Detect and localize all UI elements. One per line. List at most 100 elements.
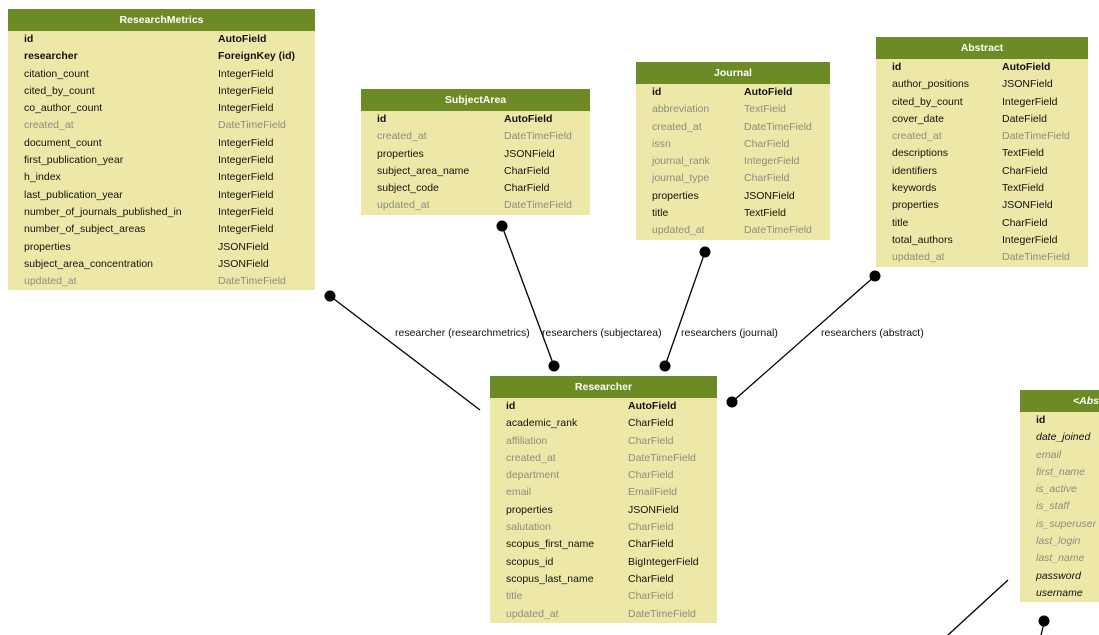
field-type: TextField: [1002, 182, 1045, 195]
field-type: DateTimeField: [504, 199, 572, 212]
field-name: updated_at: [377, 199, 430, 212]
edge-dot-subjectarea-bottom: [548, 360, 560, 372]
field-name: is_superuser: [1036, 517, 1097, 530]
field-name: researcher: [24, 50, 78, 63]
field-name: created_at: [892, 130, 942, 143]
field-name: updated_at: [506, 607, 559, 620]
edge-dot-abstractuser: [1038, 615, 1050, 627]
field-type: TextField: [1002, 147, 1045, 160]
field-name: title: [892, 216, 909, 229]
field-row: password: [1020, 568, 1099, 585]
field-name: last_login: [1036, 535, 1081, 548]
model-title: SubjectArea: [361, 89, 590, 111]
field-name: created_at: [24, 119, 74, 132]
field-name: updated_at: [24, 275, 77, 288]
field-name: title: [652, 207, 669, 220]
relation-label-journal: researchers (journal): [681, 327, 778, 339]
field-name: citation_count: [24, 67, 89, 80]
field-name: properties: [652, 189, 699, 202]
field-row: created_at DateTimeField: [876, 128, 1088, 145]
relation-label-researchmetrics: researcher (researchmetrics): [395, 327, 530, 339]
field-type: IntegerField: [218, 102, 274, 115]
field-row: cited_by_count IntegerField: [8, 83, 315, 100]
edge-dot-researchmetrics: [324, 290, 336, 302]
field-name: last_name: [1036, 552, 1085, 565]
field-type: JSONField: [744, 189, 795, 202]
field-type: CharField: [628, 572, 674, 585]
field-type: IntegerField: [218, 154, 274, 167]
field-name: issn: [652, 137, 671, 150]
field-row: properties JSONField: [636, 188, 830, 205]
field-name: number_of_journals_published_in: [24, 205, 182, 218]
field-name: number_of_subject_areas: [24, 223, 146, 236]
field-type: CharField: [628, 434, 674, 447]
field-type: CharField: [628, 590, 674, 603]
field-name: affiliation: [506, 434, 548, 447]
field-name: last_publication_year: [24, 188, 123, 201]
field-type: IntegerField: [218, 171, 274, 184]
field-name: id: [377, 113, 387, 125]
field-name: journal_rank: [652, 155, 710, 168]
field-row: updated_at DateTimeField: [361, 197, 590, 214]
field-name: journal_type: [652, 172, 710, 185]
field-type: ForeignKey (id): [218, 50, 296, 63]
field-name: properties: [506, 503, 553, 516]
field-name: keywords: [892, 182, 937, 195]
model-title: <Abs: [1020, 390, 1099, 412]
field-row: keywords TextField: [876, 180, 1088, 197]
field-name: subject_area_name: [377, 164, 470, 177]
edge-dot-abstract-bottom: [726, 396, 738, 408]
field-name: id: [506, 400, 516, 412]
edge-subjectarea: [501, 225, 555, 367]
field-name: cited_by_count: [24, 84, 95, 97]
field-type: CharField: [504, 164, 550, 177]
field-type: CharField: [1002, 164, 1048, 177]
field-type: CharField: [628, 417, 674, 430]
edge-journal: [664, 251, 706, 367]
field-row: date_joined: [1020, 429, 1099, 446]
field-name: first_name: [1036, 465, 1086, 478]
field-type: IntegerField: [218, 67, 274, 80]
field-type: AutoField: [744, 86, 793, 98]
edge-dot-subjectarea-top: [496, 220, 508, 232]
field-type: DateTimeField: [744, 224, 812, 237]
field-type: IntegerField: [218, 84, 274, 97]
field-name: is_staff: [1036, 500, 1070, 513]
field-row: subject_area_name CharField: [361, 163, 590, 180]
field-type: JSONField: [1002, 78, 1053, 91]
field-name: id: [24, 33, 34, 45]
field-row: is_staff: [1020, 498, 1099, 515]
model-title: ResearchMetrics: [8, 9, 315, 31]
field-row: citation_count IntegerField: [8, 66, 315, 83]
field-type: DateTimeField: [1002, 130, 1070, 143]
field-type: DateTimeField: [504, 130, 572, 143]
field-type: IntegerField: [744, 155, 800, 168]
field-name: properties: [892, 199, 939, 212]
field-name: properties: [377, 147, 424, 160]
